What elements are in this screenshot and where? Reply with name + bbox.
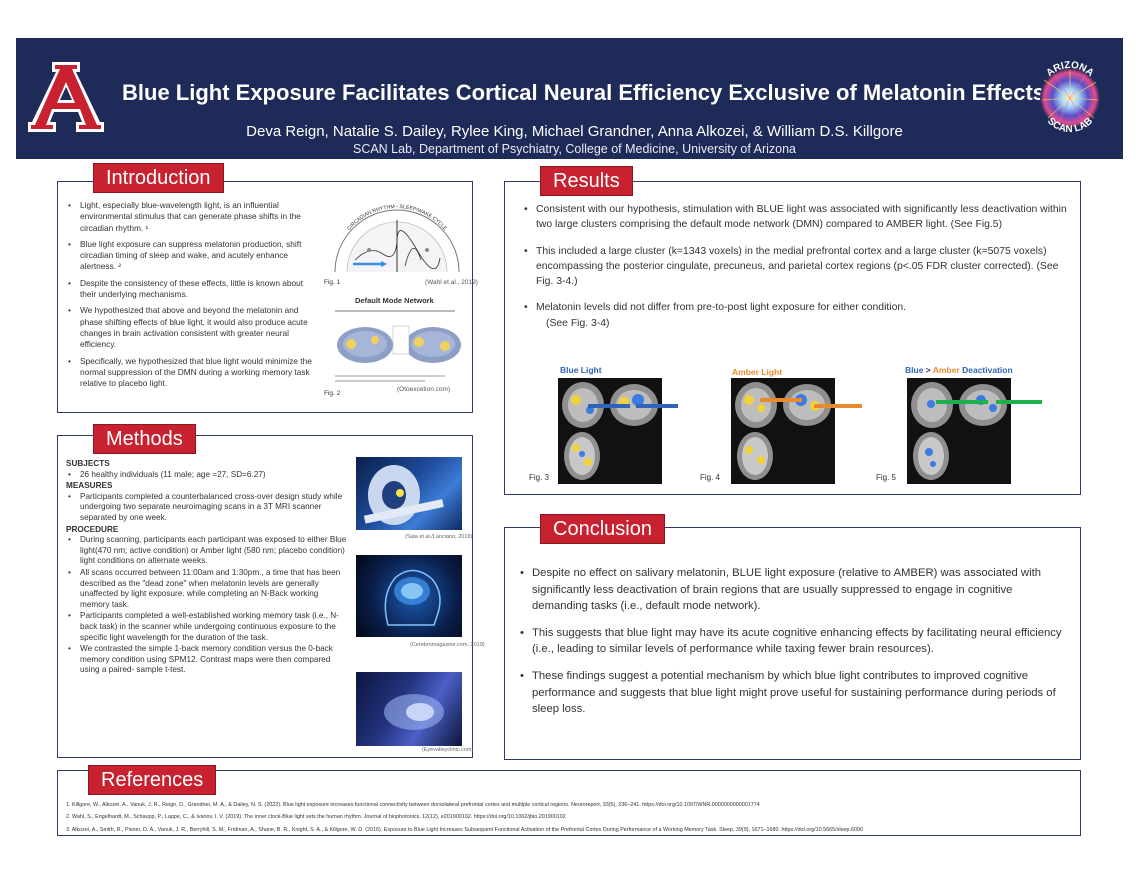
contrast-label: Blue > Amber Deactivation: [905, 365, 1013, 375]
dmn-brain-figure: [337, 325, 461, 363]
scan-lab-logo: ARIZONA SCAN LAB: [1040, 60, 1100, 135]
fig3-label: Fig. 3: [529, 473, 550, 482]
brain-head-photo: [356, 555, 462, 637]
intro-bullet: Light, especially blue-wavelength light,…: [66, 200, 312, 234]
intro-bullet: Despite the consistency of these effects…: [66, 278, 312, 301]
poster-affiliation: SCAN Lab, Department of Psychiatry, Coll…: [352, 142, 797, 156]
photo1-credit: (Sala et al./Lanciano, 2019): [405, 534, 473, 540]
references-list: 1. Killgore, W., Alkozei, A., Vanuk, J. …: [66, 799, 1106, 836]
fig4-arrow: [760, 398, 802, 402]
intro-bullet: We hypothesized that above and beyond th…: [66, 305, 312, 350]
circadian-rhythm-figure: CIRCADIAN RHYTHM - SLEEP/WAKE CYCLE: [334, 204, 460, 273]
dmn-definition-line: [335, 375, 445, 377]
intro-bullet: Blue light exposure can suppress melaton…: [66, 239, 312, 273]
fig3-arrow: [636, 404, 678, 408]
conclusion-bullet: These findings suggest a potential mecha…: [518, 668, 1066, 718]
measures-heading: MEASURES: [66, 481, 113, 491]
contrast-deactivation: Deactivation: [959, 365, 1013, 375]
procedure-bullet: Participants completed a well-establishe…: [66, 611, 350, 643]
fig5-label: Fig. 5: [876, 473, 897, 482]
svg-text:ARIZONA: ARIZONA: [1044, 60, 1095, 79]
blue-light-photo: [356, 672, 462, 746]
conclusion-heading: Conclusion: [540, 514, 665, 544]
photo3-credit: (Eyevalleyclinic.com): [422, 747, 474, 753]
reference-item: 3. Alkozei, A., Smith, R., Pisner, D. A.…: [66, 826, 864, 833]
results-bullet: Melatonin levels did not differ from pre…: [522, 300, 1072, 331]
lab-logo-top-text: ARIZONA: [1044, 60, 1095, 79]
fig5-arrow: [936, 400, 988, 404]
university-a-logo: [28, 62, 104, 132]
header-banner: [16, 38, 1123, 159]
svg-text:SCAN LAB: SCAN LAB: [1045, 116, 1095, 135]
photo2-credit: (Cerebromagazine.com, 2019): [410, 642, 485, 648]
contrast-gt: >: [923, 365, 933, 375]
fig2-credit: (Otoexcetion.com): [397, 386, 451, 393]
references-heading: References: [88, 765, 217, 795]
fig4-label: Fig. 4: [700, 473, 721, 482]
intro-bullet: Specifically, we hypothesized that blue …: [66, 356, 312, 390]
introduction-bullets: Light, especially blue-wavelength light,…: [66, 200, 312, 394]
measures-bullet: Participants completed a counterbalanced…: [66, 492, 350, 524]
procedure-bullet: During scanning, participants each parti…: [66, 535, 350, 567]
procedure-bullet: We contrasted the simple 1-back memory c…: [66, 644, 350, 676]
conclusion-bullets: Despite no effect on salivary melatonin,…: [518, 565, 1066, 728]
poster-authors: Deva Reign, Natalie S. Dailey, Rylee Kin…: [246, 123, 903, 140]
subjects-bullet: 26 healthy individuals (11 male; age =27…: [66, 470, 350, 481]
fig2-label: Fig. 2: [324, 390, 341, 397]
reference-item: 1. Killgore, W., Alkozei, A., Vanuk, J. …: [66, 802, 760, 808]
fig1-credit: (Wahl et al., 2019): [425, 279, 478, 286]
fig5-arrow: [996, 400, 1042, 404]
results-heading: Results: [540, 166, 633, 196]
fig1-label: Fig. 1: [324, 279, 341, 286]
reference-item: 2. Wahl, S., Engelhardt, M., Schaupp, P.…: [66, 814, 566, 821]
dmn-caption-line: [335, 310, 455, 312]
results-bullet: This included a large cluster (k=1343 vo…: [522, 244, 1072, 290]
lab-logo-bottom-text: SCAN LAB: [1045, 116, 1095, 135]
procedure-bullet: All scans occurred between 11:00am and 1…: [66, 568, 350, 610]
contrast-amber: Amber: [932, 365, 960, 375]
introduction-heading: Introduction: [93, 163, 224, 193]
blue-light-label: Blue Light: [560, 365, 602, 375]
methods-heading: Methods: [93, 424, 196, 454]
contrast-blue: Blue: [905, 365, 924, 375]
amber-light-label: Amber Light: [732, 367, 783, 377]
fig5-brain-scans: [907, 378, 1011, 484]
procedure-heading: PROCEDURE: [66, 524, 119, 534]
results-bullets: Consistent with our hypothesis, stimulat…: [522, 202, 1072, 342]
fig4-brain-scans: [731, 378, 835, 484]
conclusion-bullet: Despite no effect on salivary melatonin,…: [518, 565, 1066, 615]
dmn-definition-line: [335, 380, 425, 382]
poster-title: Blue Light Exposure Facilitates Cortical…: [122, 80, 1046, 105]
results-bullet-text: Melatonin levels did not differ from pre…: [536, 302, 907, 314]
dmn-title: Default Mode Network: [355, 296, 434, 305]
conclusion-bullet: This suggests that blue light may have i…: [518, 625, 1066, 658]
subjects-heading: SUBJECTS: [66, 459, 110, 468]
references-panel: [57, 770, 1081, 836]
fig3-arrow: [588, 404, 630, 408]
fig3-brain-scans: [558, 378, 662, 484]
results-bullet: Consistent with our hypothesis, stimulat…: [522, 202, 1072, 233]
results-see-note: (See Fig. 3-4): [546, 317, 610, 329]
mri-scanner-photo: [356, 457, 462, 530]
fig4-arrow: [814, 404, 862, 408]
methods-text: SUBJECTS 26 healthy individuals (11 male…: [66, 459, 350, 677]
